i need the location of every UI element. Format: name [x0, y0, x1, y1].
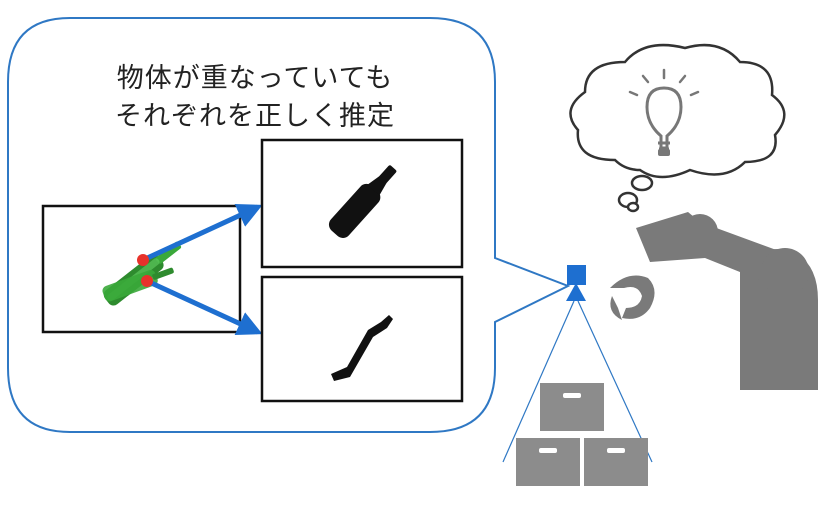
estimate-frame-bottom	[260, 275, 464, 403]
callout-caption-line-1: 物体が重なっていても	[116, 63, 394, 94]
input-image-frame	[41, 204, 242, 334]
sensor-field-of-view	[502, 300, 653, 463]
robot-arm	[610, 212, 818, 390]
keypoint-marker-top	[137, 254, 149, 266]
arrow-to-bottom-estimate	[145, 278, 263, 336]
bottle-outline-silhouette	[331, 315, 393, 381]
estimate-frame-top	[260, 138, 464, 269]
arrow-to-top-estimate	[141, 204, 263, 263]
camera-sensor-icon	[566, 265, 586, 301]
keypoint-marker-bottom	[141, 275, 153, 287]
bottle-silhouette	[328, 165, 397, 238]
thought-cloud	[569, 43, 786, 213]
lightbulb-icon	[628, 68, 700, 156]
stacked-boxes	[516, 383, 648, 486]
callout-caption-line-2: それぞれを正しく推定	[115, 101, 395, 132]
